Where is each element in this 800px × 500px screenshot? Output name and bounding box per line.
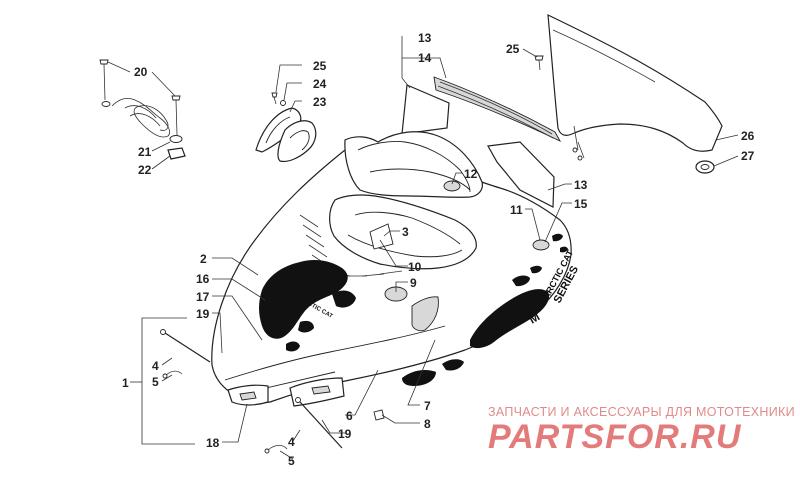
mirror-23 — [255, 107, 317, 163]
callout-13-top: 13 — [418, 31, 432, 45]
callout-24: 24 — [313, 77, 327, 91]
callout-16: 16 — [196, 272, 210, 286]
hinge-rod-lower — [264, 397, 343, 454]
m-badge: M — [527, 309, 543, 326]
callout-22: 22 — [138, 163, 152, 177]
callout-21: 21 — [138, 145, 152, 159]
grommet-27 — [695, 160, 715, 174]
screw-24-25 — [271, 92, 286, 106]
callout-13-right: 13 — [574, 178, 588, 192]
callout-25-left: 25 — [313, 59, 327, 73]
callout-23: 23 — [313, 95, 327, 109]
watermark-tagline: ЗАПЧАСТИ И АКСЕССУАРЫ ДЛЯ МОТОТЕХНИКИ — [488, 405, 795, 419]
logo-text: PARTSFOR.RU — [488, 418, 742, 456]
callout-8: 8 — [424, 417, 431, 431]
callout-18: 18 — [206, 436, 220, 450]
callout-5-top: 5 — [152, 375, 159, 389]
leader-lines — [107, 36, 739, 460]
callout-14: 14 — [418, 51, 432, 65]
callouts: 1 2 3 4 5 4 5 6 7 8 9 10 11 12 13 14 13 … — [122, 31, 755, 468]
callout-2: 2 — [200, 252, 207, 266]
callout-26: 26 — [741, 129, 755, 143]
hinge-rod-upper — [160, 329, 211, 379]
side-panel-13-right — [487, 141, 555, 208]
callout-11: 11 — [510, 203, 523, 217]
callout-27: 27 — [741, 149, 755, 163]
callout-19-bottom: 19 — [338, 427, 352, 441]
callout-15: 15 — [574, 197, 588, 211]
callout-7: 7 — [424, 399, 431, 413]
callout-17: 17 — [196, 290, 210, 304]
spring-strap — [99, 59, 186, 160]
callout-6: 6 — [346, 409, 353, 423]
deflector-14 — [433, 76, 562, 143]
callout-5-bottom: 5 — [288, 454, 295, 468]
callout-19-top: 19 — [196, 307, 210, 321]
fastener-8 — [373, 409, 385, 421]
windshield — [547, 14, 723, 161]
callout-1: 1 — [122, 376, 129, 390]
screw-25-windshield — [534, 55, 544, 71]
callout-9: 9 — [410, 276, 417, 290]
watermark-logo: PARTSFOR.RU — [488, 418, 742, 456]
callout-4-top: 4 — [152, 359, 159, 373]
callout-4-bottom: 4 — [288, 435, 295, 449]
callout-3: 3 — [402, 225, 409, 239]
callout-12: 12 — [464, 167, 478, 181]
callout-10: 10 — [408, 260, 422, 274]
side-panel-13-upper — [401, 84, 450, 135]
callout-20: 20 — [134, 65, 148, 79]
callout-25-right: 25 — [506, 42, 520, 56]
